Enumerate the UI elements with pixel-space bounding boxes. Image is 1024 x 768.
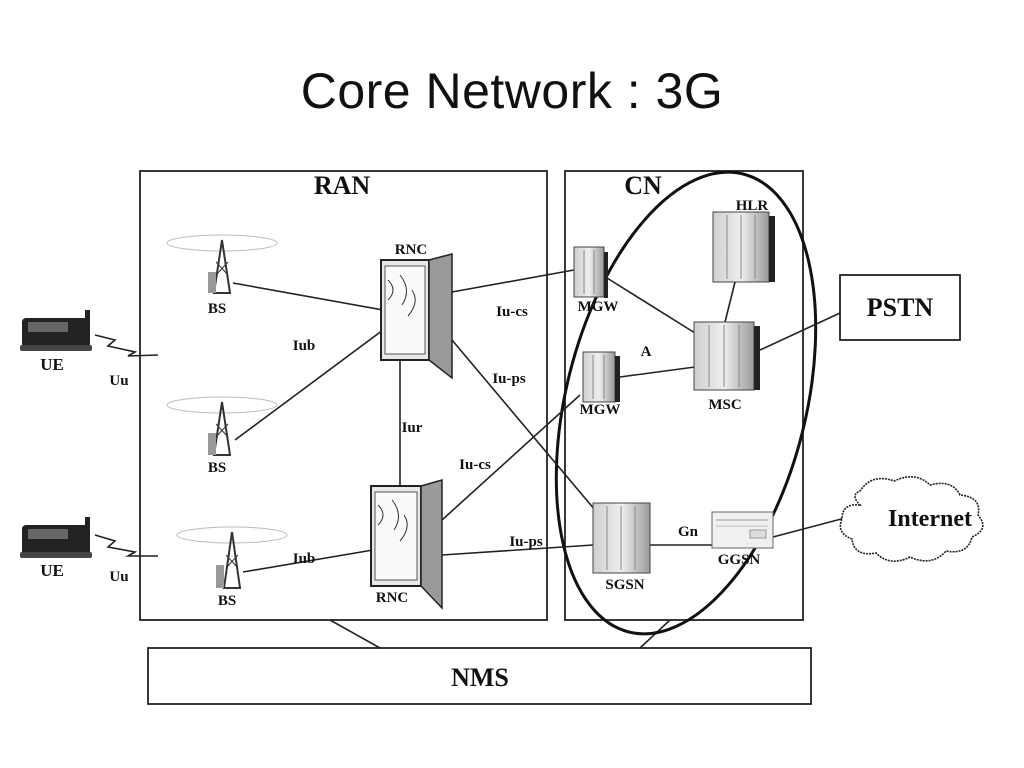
ran-box bbox=[139, 170, 548, 621]
sgsn-cabinet bbox=[592, 502, 651, 574]
ue-top-label: UE bbox=[40, 355, 64, 374]
bs-bottom-label: BS bbox=[218, 593, 236, 609]
msc-label: MSC bbox=[708, 397, 741, 413]
mgw-bottom-label: MGW bbox=[580, 402, 621, 418]
mgw-top-cabinet bbox=[573, 246, 608, 298]
sgsn-label: SGSN bbox=[605, 577, 644, 593]
link-ggsn-internet bbox=[772, 517, 846, 538]
internet-cloud bbox=[839, 476, 984, 562]
bs-middle-tower bbox=[166, 396, 278, 456]
ue-bottom-device bbox=[20, 517, 92, 558]
pstn-label: PSTN bbox=[867, 293, 934, 322]
link-bs-middle-rnc bbox=[234, 329, 384, 441]
iu-ps-top-label: Iu-ps bbox=[492, 371, 526, 387]
nms-label: NMS bbox=[451, 663, 509, 692]
ggsn-device bbox=[711, 511, 774, 549]
nms-link-ran bbox=[329, 619, 381, 649]
ue-top-device bbox=[20, 310, 92, 351]
iu-ps-bottom-label: Iu-ps bbox=[509, 534, 543, 550]
link-rnc-top-mgw-top bbox=[451, 269, 575, 293]
ran-title: RAN bbox=[314, 171, 371, 200]
mgw-bottom-cabinet bbox=[582, 351, 620, 403]
nms-box bbox=[147, 647, 812, 705]
internet-label: Internet bbox=[888, 506, 972, 532]
link-bs-top-rnc bbox=[232, 282, 384, 311]
link-rnc-bottom-sgsn bbox=[441, 544, 594, 556]
iu-cs-top-label: Iu-cs bbox=[496, 304, 528, 320]
rnc-top-label: RNC bbox=[395, 242, 428, 258]
rnc-bottom-cabinet bbox=[370, 479, 443, 610]
ue-bottom-label: UE bbox=[40, 561, 64, 580]
bs-middle-label: BS bbox=[208, 460, 226, 476]
link-msc-hlr bbox=[724, 281, 736, 323]
slide-title: Core Network : 3G bbox=[300, 63, 724, 119]
link-rnc-bottom-mgw-bottom bbox=[441, 394, 581, 521]
core-network-ellipse bbox=[554, 170, 818, 636]
pstn-box bbox=[839, 274, 961, 341]
iur-label: Iur bbox=[402, 420, 423, 436]
ggsn-label: GGSN bbox=[718, 552, 761, 568]
bs-bottom-tower bbox=[176, 526, 288, 589]
link-mgw-bottom-msc bbox=[619, 366, 696, 378]
uu-top-label: Uu bbox=[109, 373, 128, 389]
msc-cabinet bbox=[693, 321, 760, 391]
link-mgw-top-msc bbox=[606, 277, 696, 334]
link-msc-pstn bbox=[759, 312, 841, 351]
cn-title: CN bbox=[624, 171, 662, 200]
radio-link-bottom bbox=[94, 534, 158, 557]
link-rnc-top-sgsn bbox=[451, 339, 596, 511]
radio-link-top bbox=[94, 334, 159, 357]
bs-top-label: BS bbox=[208, 301, 226, 317]
rnc-top-cabinet bbox=[380, 253, 453, 380]
iub-bottom-label: Iub bbox=[293, 551, 316, 567]
rnc-bottom-label: RNC bbox=[376, 590, 409, 606]
hlr-label: HLR bbox=[736, 198, 769, 214]
gn-label: Gn bbox=[678, 524, 699, 540]
iub-top-label: Iub bbox=[293, 338, 316, 354]
mgw-top-label: MGW bbox=[578, 299, 619, 315]
bs-top-tower bbox=[166, 234, 278, 294]
a-interface-label: A bbox=[641, 344, 652, 360]
hlr-cabinet bbox=[712, 211, 775, 283]
link-bs-bottom-rnc bbox=[242, 549, 374, 573]
uu-bottom-label: Uu bbox=[109, 569, 128, 585]
iu-cs-bottom-label: Iu-cs bbox=[459, 457, 491, 473]
